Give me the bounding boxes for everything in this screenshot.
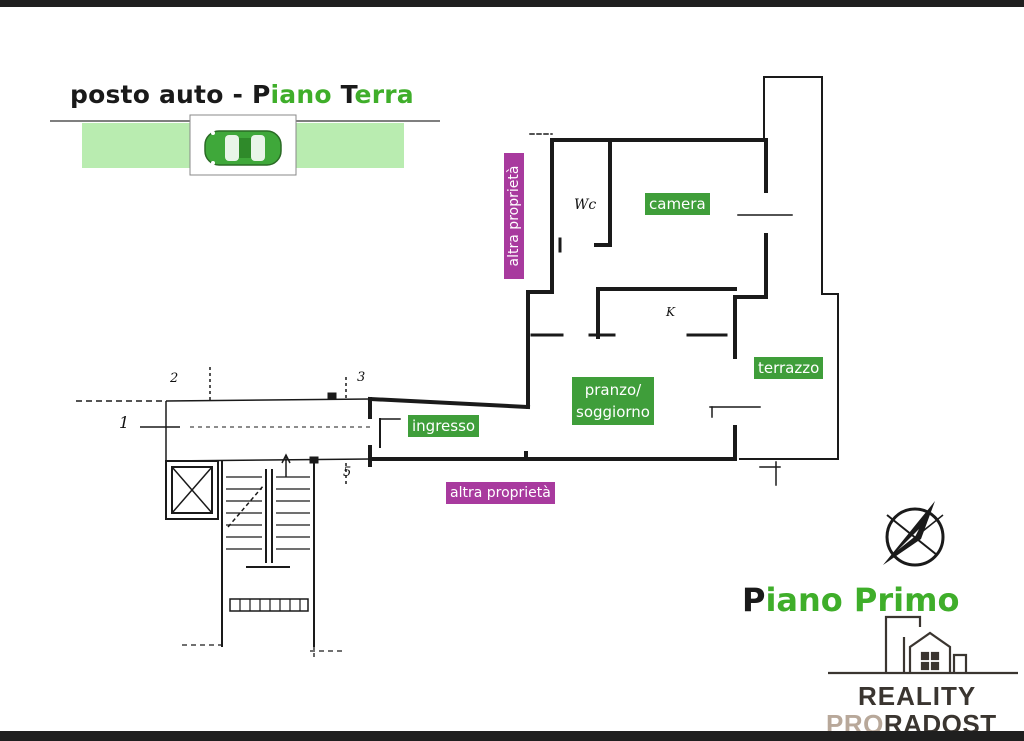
floor-plan-canvas: posto auto - Piano Terra [0, 7, 1024, 731]
building-logo-icon [828, 615, 1018, 675]
parking-title: posto auto - Piano Terra [70, 80, 414, 109]
room-label-terrazzo: terrazzo [754, 357, 824, 379]
room-label-kitchen: K [666, 305, 675, 319]
brand-line-2: PRORADOST [826, 709, 997, 731]
neighbor-label-bottom: altra proprietà [446, 482, 555, 504]
car-icon [204, 130, 282, 166]
marker-5: 5 [343, 465, 352, 480]
marker-3: 3 [357, 370, 366, 385]
compass-icon [883, 501, 945, 567]
room-label-camera: camera [645, 193, 710, 215]
brand-line-1: REALITY [858, 681, 977, 711]
staircase [182, 453, 346, 657]
elevator-shaft [165, 460, 219, 520]
walls [367, 76, 839, 486]
marker-1: 1 [119, 413, 130, 432]
room-label-wc: Wc [574, 197, 597, 213]
plan-drawing [50, 76, 1018, 675]
neighbor-label-vertical: altra proprietà [504, 153, 524, 279]
marker-2: 2 [170, 371, 179, 386]
floor-title: Piano Primo [742, 581, 960, 619]
room-label-ingresso: ingresso [408, 415, 480, 437]
room-label-pranzo-soggiorno: pranzo/soggiorno [572, 377, 654, 425]
